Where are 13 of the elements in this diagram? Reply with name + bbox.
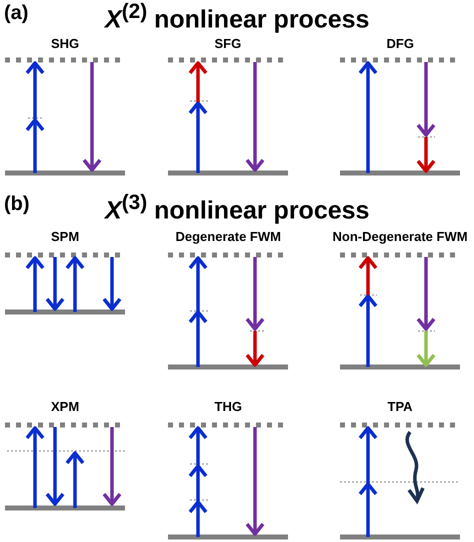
process-title: DFG bbox=[386, 36, 414, 51]
process-title: Degenerate FWM bbox=[176, 229, 281, 244]
process-title: SHG bbox=[51, 36, 80, 51]
process-title: XPM bbox=[51, 399, 80, 414]
process-title: THG bbox=[214, 399, 242, 414]
process-title: TPA bbox=[388, 399, 413, 414]
process-title: SFG bbox=[214, 36, 242, 51]
process-title: Non-Degenerate FWM bbox=[332, 229, 468, 244]
panel-letter: (a) bbox=[4, 2, 28, 25]
process-title: SPM bbox=[51, 229, 80, 244]
section-heading: X$^{(2)}$ nonlinear process bbox=[105, 0, 370, 34]
section-heading: X$^{(3)}$ nonlinear process bbox=[105, 191, 370, 226]
panel-letter: (b) bbox=[4, 193, 30, 216]
